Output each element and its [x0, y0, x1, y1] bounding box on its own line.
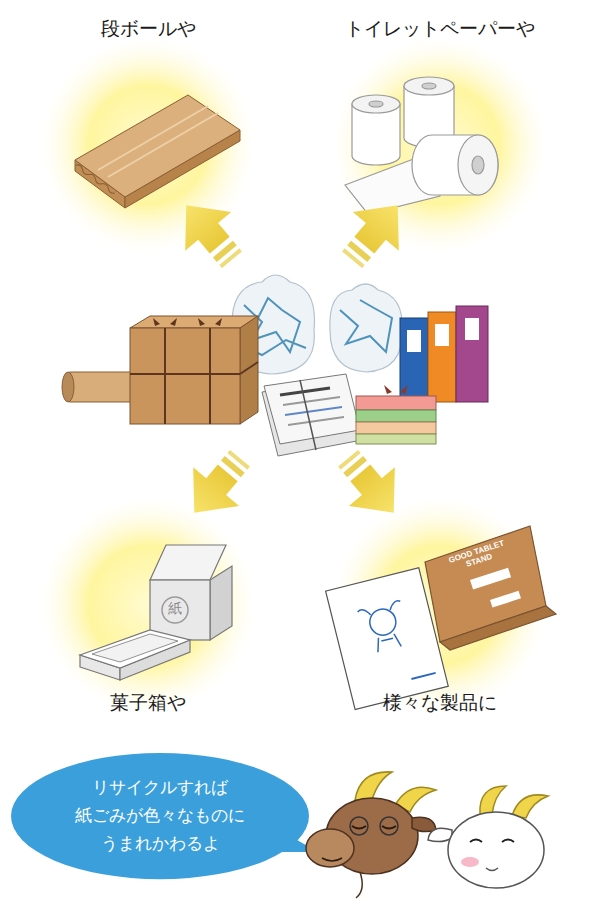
notebook — [326, 568, 449, 710]
caption-text: 段ボールや — [38, 14, 258, 44]
brown-goat — [306, 772, 436, 898]
speech-text: リサイクルすれば 紙ごみが色々なものに うまれかわるよ — [60, 774, 260, 858]
product-caption: 様々な製品に — [330, 688, 550, 718]
caption-text: 菓子箱や — [38, 688, 258, 718]
product-caption: 段ボールや — [38, 14, 258, 44]
glow — [40, 37, 256, 253]
caption-text: 様々な製品に — [330, 688, 550, 718]
glow — [40, 497, 256, 713]
caption-text: トイレットペーパーや — [330, 14, 550, 44]
toilet-paper — [345, 77, 498, 214]
cardboard-stand — [425, 526, 556, 650]
speech-bubble: リサイクルすれば 紙ごみが色々なものに うまれかわるよ — [10, 752, 310, 880]
product-caption: トイレットペーパーや — [330, 14, 550, 44]
recycle-mark: 紙 — [161, 601, 189, 616]
candy-box — [80, 545, 232, 680]
product-caption: 菓子箱や — [38, 688, 258, 718]
cardboard-sheet — [75, 95, 240, 208]
waste-paper-pile — [62, 275, 488, 456]
white-goat — [428, 786, 548, 888]
